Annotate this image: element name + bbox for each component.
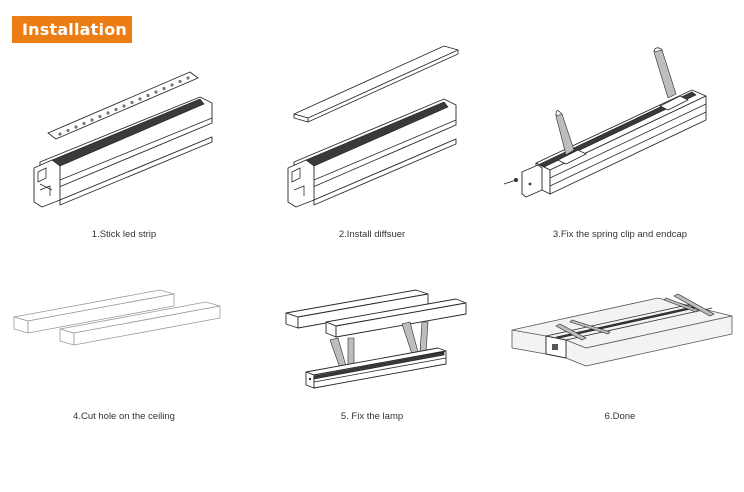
step-5: 5. Fix the lamp	[248, 250, 496, 492]
ceiling-boards-with-gap-illustration	[13, 289, 221, 346]
profile-with-diffuser-illustration	[287, 45, 459, 208]
step-4: 4.Cut hole on the ceiling	[0, 250, 248, 492]
lamp-below-ceiling-illustration	[285, 289, 467, 389]
step-4-caption: 4.Cut hole on the ceiling	[73, 411, 175, 422]
step-2-caption: 2.Install diffsuer	[338, 229, 406, 240]
step-2: 2.Install diffsuer	[248, 0, 496, 250]
step-3-caption: 3.Fix the spring clip and endcap	[552, 229, 688, 240]
step-1: 1.Stick led strip	[0, 0, 248, 250]
profile-with-led-strip-illustration	[33, 71, 213, 208]
step-3: 3.Fix the spring clip and endcap	[496, 0, 744, 250]
step-6: 6.Done	[496, 250, 744, 492]
section-title: Installation	[22, 20, 127, 39]
profile-with-spring-clips-illustration	[503, 47, 707, 198]
section-title-badge: Installation	[12, 16, 132, 43]
step-5-caption: 5. Fix the lamp	[340, 411, 404, 422]
step-6-caption: 6.Done	[604, 411, 636, 422]
step-1-caption: 1.Stick led strip	[91, 229, 157, 240]
lamp-installed-in-ceiling-illustration	[511, 293, 733, 367]
